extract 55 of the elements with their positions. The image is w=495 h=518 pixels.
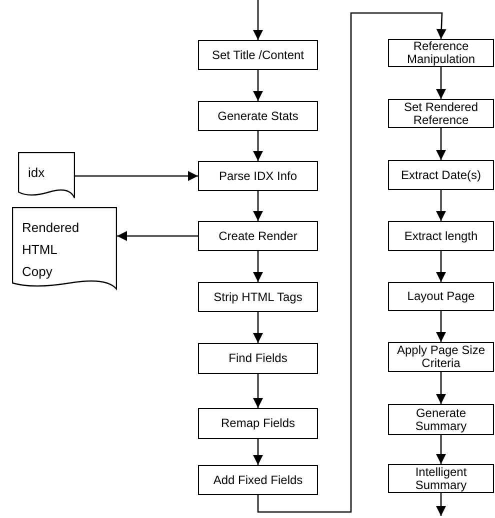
arrow bbox=[257, 12, 446, 513]
process-label: Extract length bbox=[403, 230, 479, 242]
process-label: Strip HTML Tags bbox=[212, 290, 304, 304]
document-shape bbox=[18, 152, 75, 200]
process-label: Extract Date(s) bbox=[400, 168, 482, 182]
process-box bbox=[198, 40, 318, 70]
arrow bbox=[436, 251, 446, 282]
process-box bbox=[388, 99, 494, 128]
arrow bbox=[253, 251, 263, 282]
process-box bbox=[198, 343, 318, 374]
process-box bbox=[388, 39, 494, 67]
arrow bbox=[253, 312, 263, 343]
arrow bbox=[253, 374, 263, 408]
arrow bbox=[436, 190, 446, 221]
arrow bbox=[436, 372, 446, 404]
process-box bbox=[388, 160, 494, 190]
process-label: Parse IDX Info bbox=[218, 170, 298, 182]
process-label: Apply Page Size Criteria bbox=[396, 344, 486, 370]
arrow bbox=[117, 231, 198, 241]
arrow bbox=[253, 131, 263, 161]
arrow bbox=[436, 435, 446, 464]
arrow bbox=[253, 439, 263, 465]
arrow bbox=[253, 70, 263, 101]
process-label: Reference Manipulation bbox=[406, 40, 476, 66]
process-label: Layout Page bbox=[406, 290, 476, 303]
process-box bbox=[388, 221, 494, 251]
arrow bbox=[436, 128, 446, 160]
process-box bbox=[198, 221, 318, 251]
process-label: Find Fields bbox=[228, 352, 288, 365]
process-box bbox=[198, 408, 318, 439]
process-label: Set Title /Content bbox=[210, 48, 306, 62]
process-label: Intelligent Summary bbox=[414, 466, 468, 492]
process-box bbox=[198, 161, 318, 191]
arrow bbox=[436, 493, 446, 516]
process-box bbox=[388, 342, 494, 372]
process-box bbox=[388, 464, 494, 493]
process-label: Generate Summary bbox=[414, 406, 468, 432]
process-label: Remap Fields bbox=[220, 417, 296, 430]
process-box bbox=[198, 465, 318, 495]
arrow bbox=[436, 67, 446, 99]
process-label: Generate Stats bbox=[216, 110, 300, 122]
process-box bbox=[198, 101, 318, 131]
document-label: idx bbox=[28, 164, 46, 182]
process-box bbox=[388, 404, 494, 435]
document-label: Rendered HTML Copy bbox=[22, 219, 80, 281]
process-box bbox=[198, 282, 318, 312]
process-label: Set Rendered Reference bbox=[402, 100, 480, 126]
arrow bbox=[75, 171, 198, 181]
arrow bbox=[253, 0, 263, 40]
process-label: Create Render bbox=[218, 230, 298, 242]
document-shape bbox=[12, 207, 117, 291]
process-box bbox=[388, 282, 494, 311]
arrow bbox=[253, 191, 263, 221]
process-label: Add Fixed Fields bbox=[212, 474, 304, 486]
arrow bbox=[436, 311, 446, 342]
